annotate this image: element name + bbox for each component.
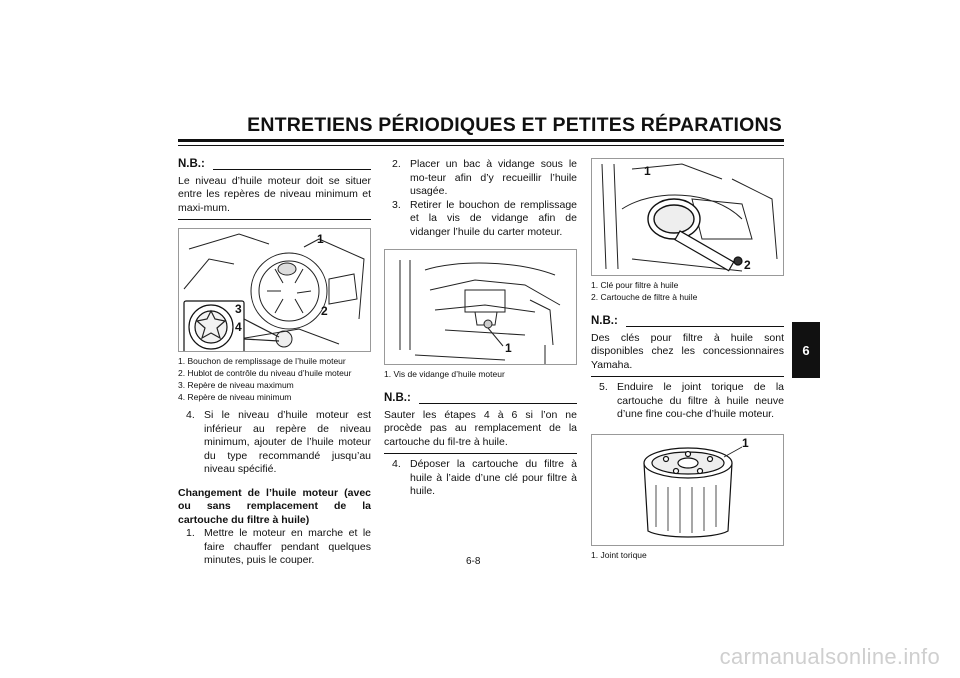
step-4-add-oil: 4. Si le niveau d’huile moteur est infér… [178, 409, 371, 477]
caption-item: 4. Repère de niveau minimum [178, 392, 292, 402]
oil-filter-cartridge-illustration [643, 446, 743, 538]
callout-4: 4 [235, 320, 242, 334]
section-subheading: Changement de l’huile moteur (avec ou sa… [178, 486, 371, 526]
column-3: 1 2 1. Clé pour filtre à huile 2. Cartou… [591, 158, 784, 561]
column-1: N.B.: Le niveau d’huile moteur doit se s… [178, 158, 371, 568]
step-text: Déposer la cartouche du filtre à huile à… [410, 458, 577, 497]
step-2-drain-pan: 2. Placer un bac à vidange sous le mo-te… [384, 158, 577, 199]
nb-heading: N.B.: [178, 158, 371, 172]
callout-1: 1 [644, 164, 651, 178]
nb-label: N.B.: [178, 158, 205, 170]
callout-2: 2 [321, 304, 328, 318]
figure-drain-bolt: 1 [384, 249, 577, 365]
figure-filter-wrench: 1 2 [591, 158, 784, 276]
figure-captions: 1. Joint torique [591, 549, 784, 561]
caption-item: 1. Bouchon de remplissage de l’huile mot… [178, 356, 346, 366]
step-number: 3. [392, 198, 401, 211]
figure-captions: 1. Vis de vidange d’huile moteur [384, 368, 577, 380]
step-4-remove-cartridge: 4. Déposer la cartouche du filtre à huil… [384, 458, 577, 499]
page-title: ENTRETIENS PÉRIODIQUES ET PETITES RÉPARA… [247, 114, 782, 136]
step-text: Mettre le moteur en marche et le faire c… [204, 527, 371, 566]
step-text: Retirer le bouchon de remplissage et la … [410, 198, 577, 238]
callout-1: 1 [505, 341, 512, 355]
figure-captions: 1. Clé pour filtre à huile 2. Cartouche … [591, 279, 784, 303]
step-number: 4. [392, 458, 401, 470]
caption-item: 3. Repère de niveau maximum [178, 380, 294, 390]
callout-1: 1 [317, 232, 324, 246]
watermark: carmanualsonline.info [719, 644, 940, 669]
figure-oil-level-window: 1 2 3 4 [178, 228, 371, 352]
chapter-tab[interactable]: 6 [792, 322, 820, 378]
step-text: Placer un bac à vidange sous le mo-teur … [410, 158, 577, 197]
caption-item: 1. Joint torique [591, 549, 647, 560]
nb-heading: N.B.: [384, 392, 577, 406]
nb-text: Sauter les étapes 4 à 6 si l’on ne procè… [384, 408, 577, 448]
step-number: 1. [186, 527, 195, 539]
nb-end-rule [591, 376, 784, 377]
column-2: 2. Placer un bac à vidange sous le mo-te… [384, 158, 577, 499]
step-number: 4. [186, 409, 195, 421]
callout-2: 2 [744, 258, 751, 272]
nb-text: Le niveau d’huile moteur doit se situer … [178, 174, 371, 214]
figure-captions: 1. Bouchon de remplissage de l’huile mot… [178, 355, 371, 403]
step-5-lubricate-oring: 5. Enduire le joint torique de la cartou… [591, 381, 784, 422]
nb-heading: N.B.: [591, 315, 784, 329]
callout-3: 3 [235, 302, 242, 316]
nb-end-rule [384, 453, 577, 454]
step-1-warm-engine: 1. Mettre le moteur en marche et le fair… [178, 527, 371, 568]
nb-label: N.B.: [384, 392, 411, 404]
caption-item: 2. Hublot de contrôle du niveau d’huile … [178, 368, 352, 378]
filter-wrench-illustration [601, 163, 778, 272]
engine-oil-window-illustration [183, 233, 365, 351]
drain-bolt-illustration [399, 260, 561, 364]
step-number: 5. [599, 381, 608, 393]
step-text: Si le niveau d’huile moteur est inférieu… [204, 409, 371, 475]
figure-oring: 1 [591, 433, 784, 546]
nb-text: Des clés pour filtre à huile sont dispon… [591, 331, 784, 371]
header-rule-thick [178, 139, 784, 142]
callout-1: 1 [742, 435, 749, 450]
caption-item: 1. Vis de vidange d’huile moteur [384, 369, 505, 379]
caption-item: 2. Cartouche de filtre à huile [591, 292, 698, 302]
header-rule-thin [178, 145, 784, 146]
caption-item: 1. Clé pour filtre à huile [591, 280, 679, 290]
step-number: 2. [392, 158, 401, 170]
step-text: Enduire le joint torique de la cartouche… [617, 381, 784, 420]
nb-label: N.B.: [591, 315, 618, 327]
nb-end-rule [178, 219, 371, 220]
step-3-remove-drain-bolt: 3. Retirer le bouchon de remplissage et … [384, 199, 577, 240]
page-number: 6-8 [466, 556, 481, 567]
